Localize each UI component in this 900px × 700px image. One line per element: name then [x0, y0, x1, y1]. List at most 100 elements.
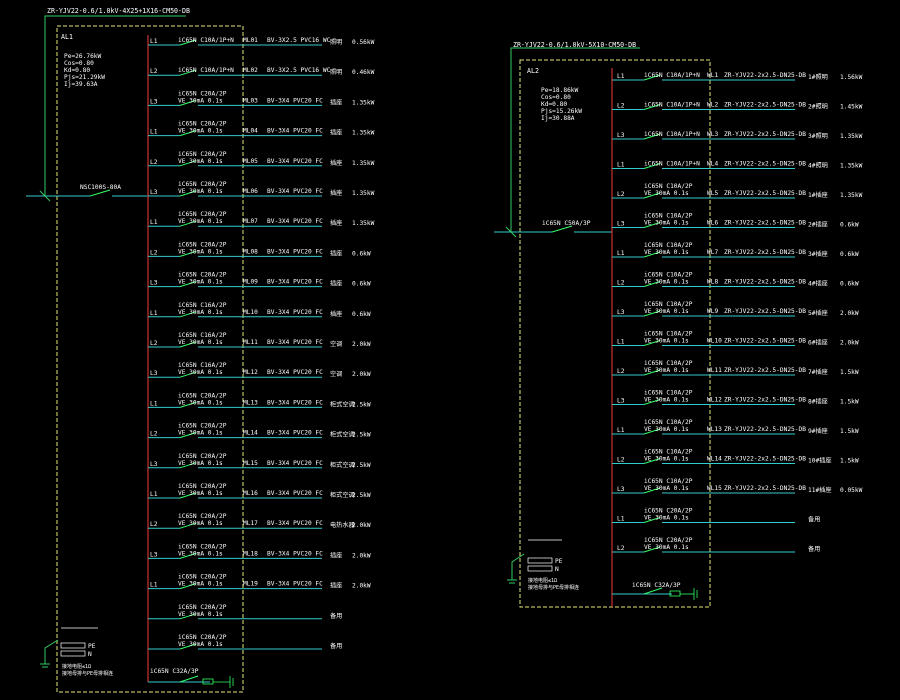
circuit-id: ML03: [243, 97, 258, 104]
circuit-phase: L1: [617, 250, 625, 257]
breaker-rcd-label: VE 30mA 0.1s: [178, 97, 223, 104]
breaker-label: iC65N C10A/2P: [644, 301, 693, 308]
circuit-power: 1.5kW: [840, 369, 859, 376]
circuit-cable: BV-3X4 PVC20 FC: [267, 490, 323, 497]
panel-al1: ZR-YJV22-0.6/1.0kV-4X25+1X16-CM50-DB AL1…: [26, 7, 375, 693]
circuit-cable: BV-3X4 PVC20 FC: [267, 218, 323, 225]
circuit-phase: L2: [617, 191, 625, 198]
breaker-symbol: [179, 522, 197, 529]
al1-feeder-cable-label: ZR-YJV22-0.6/1.0kV-4X25+1X16-CM50-DB: [47, 7, 190, 15]
circuit-power: 1.5kW: [840, 399, 859, 406]
circuit-cable: BV-3X4 PVC20 FC: [267, 188, 323, 195]
circuit-cable: BV-3X4 PVC20 FC: [267, 158, 323, 165]
circuit-power: 0.6kW: [352, 281, 371, 288]
breaker-label: iC65N C16A/2P: [178, 362, 227, 369]
breaker-rcd-label: VE 30mA 0.1s: [644, 279, 689, 286]
circuit-power: 2.0kW: [352, 522, 371, 529]
circuit-load-name: 备用: [808, 545, 820, 553]
breaker-symbol: [179, 583, 197, 590]
circuit-phase: L2: [617, 457, 625, 464]
al2-pe-bar: [527, 557, 553, 564]
circuit-cable: BV-3X4 PVC20 FC: [267, 460, 323, 467]
circuit-phase: L3: [617, 221, 625, 228]
circuit-phase: L3: [617, 398, 625, 405]
breaker-symbol: [179, 401, 197, 408]
circuit-load-name: 10#插座: [808, 457, 832, 465]
breaker-symbol: [179, 220, 197, 227]
breaker-symbol: [179, 311, 197, 318]
breaker-rcd-label: VE 30mA 0.1s: [644, 367, 689, 374]
al2-spd-breaker-label: iC65N C32A/3P: [632, 582, 681, 589]
al1-feeder-line: [44, 15, 186, 196]
breaker-rcd-label: VE 30mA 0.1s: [178, 641, 223, 648]
circuit-phase: L1: [617, 73, 625, 80]
circuit-load-name: 插座: [330, 219, 342, 227]
circuit-id: WL3: [707, 131, 718, 138]
breaker-label: iC65N C20A/2P: [644, 537, 693, 544]
circuit-power: 1.35kW: [352, 190, 375, 197]
circuit-cable: BV-3X4 PVC20 FC: [267, 399, 323, 406]
circuit-phase: L1: [150, 310, 158, 317]
breaker-rcd-label: VE 30mA 0.1s: [644, 220, 689, 227]
breaker-label: iC65N C10A/1P+N: [178, 67, 234, 74]
breaker-label: iC65N C10A/2P: [644, 242, 693, 249]
circuit-id: ML18: [243, 550, 258, 557]
circuit-load-name: 1#照明: [808, 74, 828, 81]
circuit-power: 0.6kW: [840, 251, 859, 258]
al2-n-label: N: [555, 566, 559, 573]
circuit-load-name: 备用: [330, 612, 342, 620]
circuit-load-name: 7#插座: [808, 368, 828, 376]
breaker-label: iC65N C10A/2P: [644, 478, 693, 485]
circuit-phase: L1: [150, 219, 158, 226]
circuit-cable: ZR-YJV22-2x2.5-DN25-DB: [724, 102, 806, 109]
breaker-symbol: [643, 546, 661, 553]
circuit-phase: L2: [617, 368, 625, 375]
breaker-rcd-label: VE 30mA 0.1s: [178, 490, 223, 497]
breaker-rcd-label: VE 30mA 0.1s: [644, 308, 689, 315]
circuit-cable: ZR-YJV22-2x2.5-DN25-DB: [724, 485, 806, 492]
al1-pe-bar: [60, 642, 86, 649]
circuit-phase: L2: [150, 521, 158, 528]
circuit-id: WL9: [707, 308, 718, 315]
breaker-label: iC65N C20A/2P: [178, 151, 227, 158]
circuit-phase: L3: [150, 280, 158, 287]
breaker-label: iC65N C10A/1P+N: [644, 102, 700, 109]
circuit-load-name: 6#插座: [808, 339, 828, 347]
breaker-symbol: [179, 160, 197, 167]
circuit-cable: ZR-YJV22-2x2.5-DN25-DB: [724, 367, 806, 374]
circuit-phase: L1: [617, 427, 625, 434]
breaker-label: iC65N C10A/1P+N: [644, 72, 700, 79]
breaker-symbol: [179, 341, 197, 348]
circuit-power: 1.35kW: [352, 99, 375, 106]
circuit-id: ML15: [243, 460, 258, 467]
circuit-phase: L1: [150, 400, 158, 407]
circuit-phase: L1: [150, 38, 158, 45]
circuit-power: 0.6kW: [352, 250, 371, 257]
circuit-load-name: 插座: [330, 551, 342, 559]
breaker-symbol: [179, 281, 197, 288]
breaker-symbol: [643, 369, 661, 376]
circuit-load-name: 5#插座: [808, 309, 828, 317]
breaker-label: iC65N C10A/2P: [644, 390, 693, 397]
circuit-id: ML01: [243, 37, 258, 44]
al2-param: Pjs=15.26kW: [541, 108, 582, 115]
circuit-load-name: 柜式空调: [330, 431, 355, 439]
al2-n-bar: [527, 565, 553, 572]
al1-spd-breaker-symbol: [179, 675, 199, 683]
breaker-label: iC65N C20A/2P: [644, 508, 693, 515]
breaker-label: iC65N C20A/2P: [178, 241, 227, 248]
al2-panel-id: AL2: [527, 67, 539, 75]
circuit-power: 2.0kW: [840, 310, 859, 317]
circuit-phase: L2: [617, 103, 625, 110]
breaker-label: iC65N C10A/1P+N: [178, 37, 234, 44]
